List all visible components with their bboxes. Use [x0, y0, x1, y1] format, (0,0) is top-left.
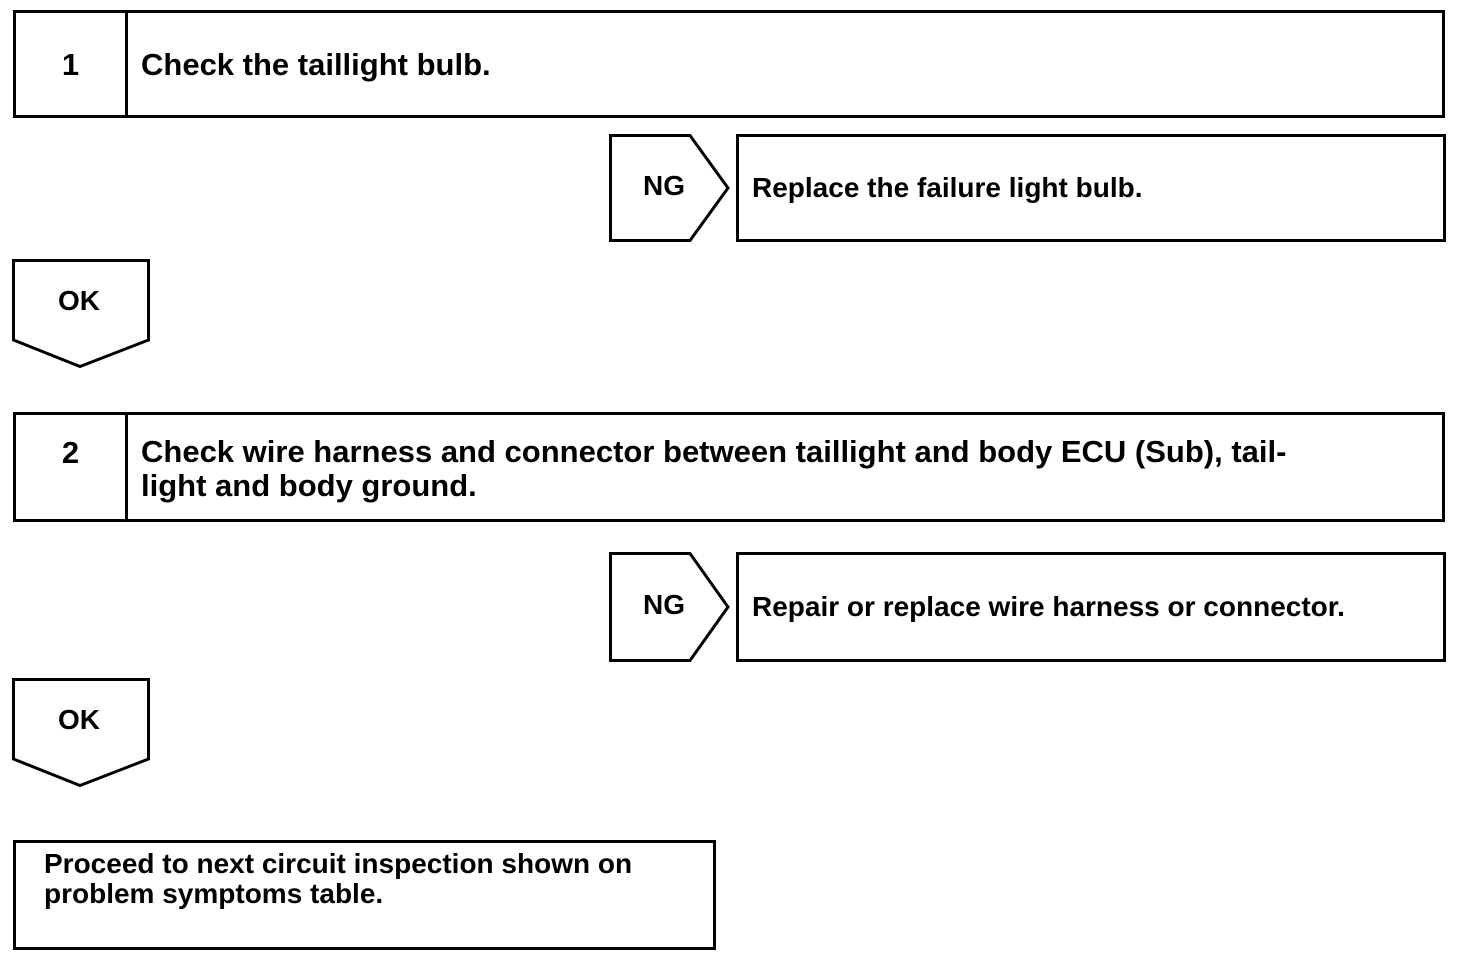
step-1-number-cell: 1	[16, 13, 128, 115]
step-1-text: Check the taillight bulb.	[141, 47, 491, 82]
step-2-number-cell: 2	[16, 415, 128, 519]
ng-2-label: NG	[643, 589, 685, 620]
ok-2-arrow-shape	[12, 678, 150, 788]
ng-1-action-text: Replace the failure light bulb.	[752, 172, 1143, 203]
ok-2-arrow: OK	[12, 678, 150, 788]
ok-1-arrow-shape	[12, 259, 150, 369]
ok-1-label: OK	[58, 285, 100, 316]
step-2-text: Check wire harness and connector between…	[141, 434, 1287, 503]
ng-1-arrow-shape	[609, 134, 730, 242]
step-2-box: 2 Check wire harness and connector betwe…	[13, 412, 1445, 522]
ok-2-label: OK	[58, 704, 100, 735]
ng-2-action-text: Repair or replace wire harness or connec…	[752, 591, 1345, 622]
ng-2-action-box: Repair or replace wire harness or connec…	[736, 552, 1446, 662]
step-1-box: 1 Check the taillight bulb.	[13, 10, 1445, 118]
final-step-box: Proceed to next circuit inspection shown…	[13, 840, 716, 950]
step-1-number: 1	[61, 47, 80, 82]
ng-2-arrow: NG	[609, 552, 731, 662]
step-2-number: 2	[61, 435, 80, 470]
final-step-text: Proceed to next circuit inspection shown…	[44, 848, 633, 909]
ok-1-arrow: OK	[12, 259, 150, 369]
ng-2-arrow-shape	[609, 552, 730, 662]
ng-1-label: NG	[643, 170, 685, 201]
ng-1-action-box: Replace the failure light bulb.	[736, 134, 1446, 242]
ng-1-arrow: NG	[609, 134, 731, 242]
